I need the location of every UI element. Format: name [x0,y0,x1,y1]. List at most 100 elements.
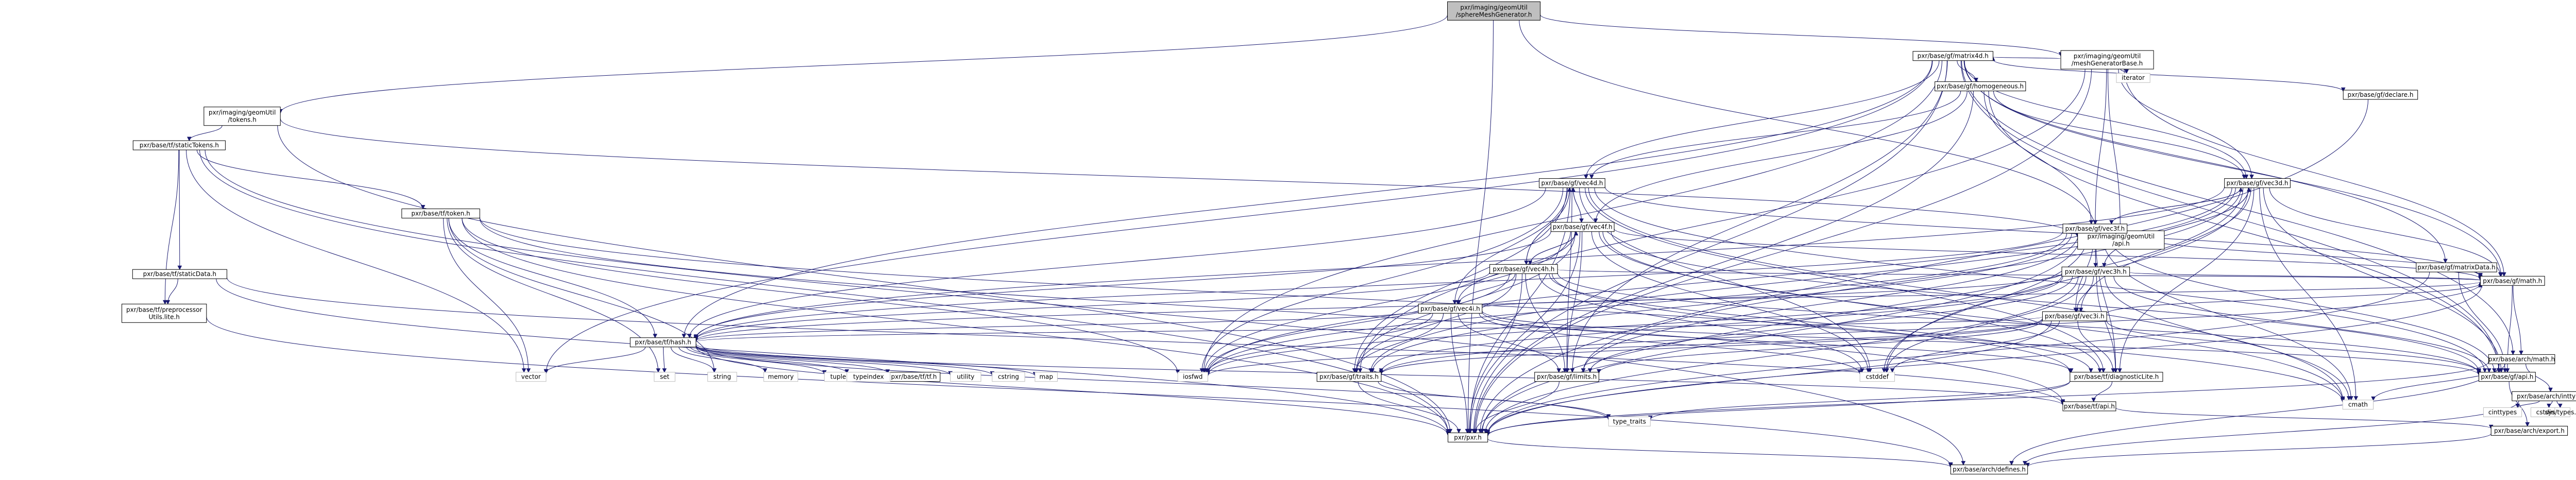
node-archMath[interactable]: pxr/base/arch/math.h [2488,354,2555,364]
node-label-inttypes: pxr/base/arch/inttypes.h [2517,392,2576,400]
edge-tfHash-to-string [670,347,715,372]
node-vec3i[interactable]: pxr/base/gf/vec3i.h [2042,311,2107,321]
node-label-geomUtilTokens-0: pxr/imaging/geomUtil [209,109,276,116]
edge-vec3d-to-iosfwd [1207,187,2232,374]
node-label-typeindex: typeindex [853,373,884,381]
node-box-vec4i [1418,303,1483,314]
node-tfTf[interactable]: pxr/base/tf/tf.h [887,372,941,382]
node-gfTraits[interactable]: pxr/base/gf/traits.h [1316,372,1382,382]
node-box-archExport [2490,425,2568,436]
node-gfMath[interactable]: pxr/base/gf/math.h [2480,276,2545,286]
edge-vec4h-to-cstddef [1538,273,1862,372]
node-vec3h[interactable]: pxr/base/gf/vec3h.h [2061,266,2130,277]
arrowhead-homogeneous-to-vec4f [1593,218,1598,223]
node-label-geomUtilApi-1: /api.h [2112,240,2130,247]
node-root[interactable]: pxr/imaging/geomUtil/sphereMeshGenerator… [1447,1,1541,21]
edge-root-to-geomUtilTokens [280,14,1448,113]
arrowhead-vec4h-to-vec4d [1567,187,1572,192]
node-vec3d[interactable]: pxr/base/gf/vec3d.h [2224,178,2291,188]
node-limits[interactable]: pxr/base/gf/limits.h [1534,372,1599,382]
node-map: map [1035,372,1058,382]
edge-meshGeneratorBase-to-matrix4d [1992,57,2061,59]
node-label-cstdint: cstdint [2536,408,2557,416]
node-label-vector: vector [521,373,541,381]
node-label-tuple: tuple [831,373,846,381]
node-label-tfHash: pxr/base/tf/hash.h [635,339,691,346]
node-box-vector [516,372,547,382]
node-box-cstddef [1859,372,1895,382]
arrowhead-vec4h-to-vec4i [1456,300,1461,305]
node-tfApi[interactable]: pxr/base/tf/api.h [2062,401,2116,412]
node-geomUtilApi[interactable]: pxr/imaging/geomUtil/api.h [2077,230,2165,250]
node-tfHash[interactable]: pxr/base/tf/hash.h [630,337,697,348]
node-inttypes[interactable]: pxr/base/arch/inttypes.h [2512,391,2576,401]
arrowhead-vec3d-to-gfMath [2498,272,2503,277]
node-label-archDefines: pxr/base/arch/defines.h [1953,466,2026,473]
node-homogeneous[interactable]: pxr/base/gf/homogeneous.h [1935,81,2026,92]
arrowhead-diagnosticLite-to-tfApi [2091,398,2096,403]
node-label-vec4f: pxr/base/gf/vec4f.h [1553,224,1613,231]
node-box-geomUtilApi [2077,230,2165,250]
node-box-map [1035,372,1058,382]
node-gfApi[interactable]: pxr/base/gf/api.h [2479,372,2536,382]
node-box-vec3i [2042,311,2107,321]
node-label-pxr: pxr/pxr.h [1454,434,1482,441]
arrowhead-gfTraits-to-pxr [1456,428,1461,434]
node-vec4d[interactable]: pxr/base/gf/vec4d.h [1539,178,1605,188]
arrowhead-vec3i-to-limits [1597,369,1601,374]
node-vec4i[interactable]: pxr/base/gf/vec4i.h [1418,303,1483,314]
node-meshGeneratorBase[interactable]: pxr/imaging/geomUtil/meshGeneratorBase.h [2060,50,2154,70]
edge-vec3f-to-vec3d [2111,187,2241,224]
arrowhead-vec3f-to-cstddef [1882,368,1887,373]
node-string: string [707,372,737,382]
node-label-sysTypes: sys/types.h [2545,408,2576,416]
node-box-tfToken [401,209,480,218]
edge-matrix4d-to-vector [546,60,1933,374]
node-declare[interactable]: pxr/base/gf/declare.h [2343,90,2418,100]
edge-gfApi-to-archExport [2509,381,2528,426]
edge-vec4h-to-pxr [1469,273,1522,433]
edge-vec4h-to-vec4d [1526,187,1570,265]
node-staticData[interactable]: pxr/base/tf/staticData.h [132,269,227,279]
node-vec4f[interactable]: pxr/base/gf/vec4f.h [1550,222,1615,232]
edge-vec4f-to-cstddef [1591,231,1869,372]
node-pxr[interactable]: pxr/pxr.h [1448,432,1488,442]
arrowhead-vec4f-to-vec4d [1571,187,1575,192]
edge-vec3f-to-cmath [2102,233,2351,400]
node-vec4h[interactable]: pxr/base/gf/vec4h.h [1489,264,1558,274]
node-staticTokens[interactable]: pxr/base/tf/staticTokens.h [132,140,226,150]
arrowhead-geomUtilTokens-to-staticTokens [187,136,192,142]
node-archDefines[interactable]: pxr/base/arch/defines.h [1950,465,2028,475]
edge-vec4f-to-iosfwd [1205,231,1571,372]
edge-tfToken-to-vector [443,218,529,372]
node-matrix4d[interactable]: pxr/base/gf/matrix4d.h [1912,51,1993,61]
node-box-utility [950,372,981,382]
edge-vec3h-to-vec3d [2104,187,2249,267]
node-box-root [1447,1,1541,21]
node-box-homogeneous [1935,81,2026,92]
node-diagnosticLite[interactable]: pxr/base/tf/diagnosticLite.h [2070,372,2163,382]
edge-tfApi-to-archExport [2115,407,2492,429]
edge-vec3h-to-gfMath [2129,272,2481,281]
edge-vec3f-to-pxr [1481,233,2081,433]
node-box-cmath [2342,400,2374,410]
edge-vec4d-to-gfMath [1604,186,2481,278]
arrowhead-homogeneous-to-vec3d [2242,175,2247,179]
node-vec3f[interactable]: pxr/base/gf/vec3f.h [2062,224,2128,234]
edge-tfToken-to-string [448,218,715,372]
arrowhead-staticTokens-to-vector [521,368,527,373]
edge-vec3f-to-cstddef [1884,233,2089,372]
arrowhead-meshGeneratorBase-to-iterator [2124,69,2129,74]
node-tfToken[interactable]: pxr/base/tf/token.h [401,209,480,218]
node-matrixData[interactable]: pxr/base/gf/matrixData.h [2416,262,2497,272]
edge-vec3d-to-diagnosticLite [2119,187,2255,372]
edge-vec4d-to-gfApi [1594,187,2485,372]
node-archExport[interactable]: pxr/base/arch/export.h [2490,425,2568,436]
edge-meshGeneratorBase-to-vec3f [2095,69,2107,224]
node-iosfwd: iosfwd [1177,372,1208,382]
edge-tfToken-to-tfHash [448,218,655,338]
edge-vec3d-to-tfHash [696,186,2225,339]
node-geomUtilTokens[interactable]: pxr/imaging/geomUtil/tokens.h [204,107,281,126]
